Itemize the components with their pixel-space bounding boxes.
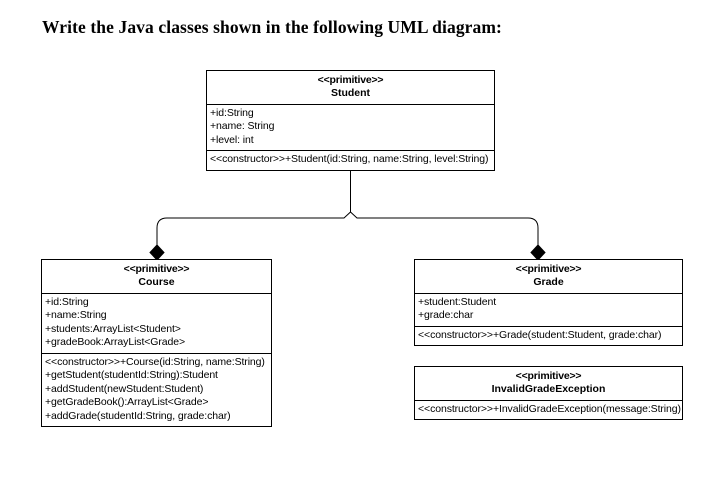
composition-diamond-grade	[530, 244, 546, 261]
uml-class-grade: <<primitive>> Grade +student:Student +gr…	[414, 259, 683, 347]
operation-row: <<constructor>>+Grade(student:Student, g…	[418, 328, 662, 341]
page-title: Write the Java classes shown in the foll…	[42, 17, 502, 37]
connector-to-course	[156, 211, 351, 249]
operation-row: +addStudent(newStudent:Student)	[45, 382, 204, 395]
class-name: InvalidGradeException	[491, 383, 606, 396]
operation-row: +getStudent(studentId:String):Student	[45, 369, 218, 382]
connector-to-grade	[350, 211, 539, 249]
attribute-row: +id:String	[45, 295, 89, 308]
class-name: Grade	[533, 276, 564, 289]
class-stereotype: <<primitive>>	[515, 263, 582, 275]
operation-row: +addGrade(studentId:String, grade:char)	[45, 409, 231, 422]
operation-row: <<constructor>>+Student(id:String, name:…	[210, 153, 489, 166]
attribute-row: +student:Student	[418, 295, 497, 308]
attributes-compartment-course: +id:String +name:String +students:ArrayL…	[42, 294, 271, 353]
operations-compartment-course: <<constructor>>+Course(id:String, name:S…	[42, 352, 271, 427]
class-header-invalidgradeexception: <<primitive>> InvalidGradeException	[415, 367, 682, 401]
attribute-row: +gradeBook:ArrayList<Grade>	[45, 336, 186, 349]
class-stereotype: <<primitive>>	[515, 370, 582, 382]
attribute-row: +level: int	[210, 133, 254, 146]
class-stereotype: <<primitive>>	[123, 263, 190, 275]
attributes-compartment-grade: +student:Student +grade:char	[415, 294, 682, 326]
class-name: Course	[138, 276, 175, 289]
uml-class-student: <<primitive>> Student +id:String +name: …	[206, 70, 495, 171]
operations-compartment-grade: <<constructor>>+Grade(student:Student, g…	[415, 325, 682, 346]
class-stereotype: <<primitive>>	[317, 74, 384, 86]
attribute-row: +id:String	[210, 106, 254, 119]
operation-row: +getGradeBook():ArrayList<Grade>	[45, 396, 209, 409]
attributes-compartment-student: +id:String +name: String +level: int	[207, 105, 494, 151]
class-header-course: <<primitive>> Course	[42, 260, 271, 294]
composition-diamond-course	[149, 244, 165, 261]
attribute-row: +name:String	[45, 309, 107, 322]
operations-compartment-student: <<constructor>>+Student(id:String, name:…	[207, 150, 494, 170]
operation-row: <<constructor>>+InvalidGradeException(me…	[418, 402, 681, 415]
uml-class-course: <<primitive>> Course +id:String +name:St…	[41, 259, 272, 428]
attribute-row: +students:ArrayList<Student>	[45, 322, 181, 335]
uml-class-invalidgradeexception: <<primitive>> InvalidGradeException <<co…	[414, 366, 683, 421]
attribute-row: +grade:char	[418, 309, 474, 322]
attribute-row: +name: String	[210, 120, 275, 133]
operations-compartment-invalidgradeexception: <<constructor>>+InvalidGradeException(me…	[415, 401, 682, 420]
class-name: Student	[330, 87, 371, 100]
class-header-grade: <<primitive>> Grade	[415, 260, 682, 294]
operation-row: <<constructor>>+Course(id:String, name:S…	[45, 355, 265, 368]
class-header-student: <<primitive>> Student	[207, 71, 494, 105]
